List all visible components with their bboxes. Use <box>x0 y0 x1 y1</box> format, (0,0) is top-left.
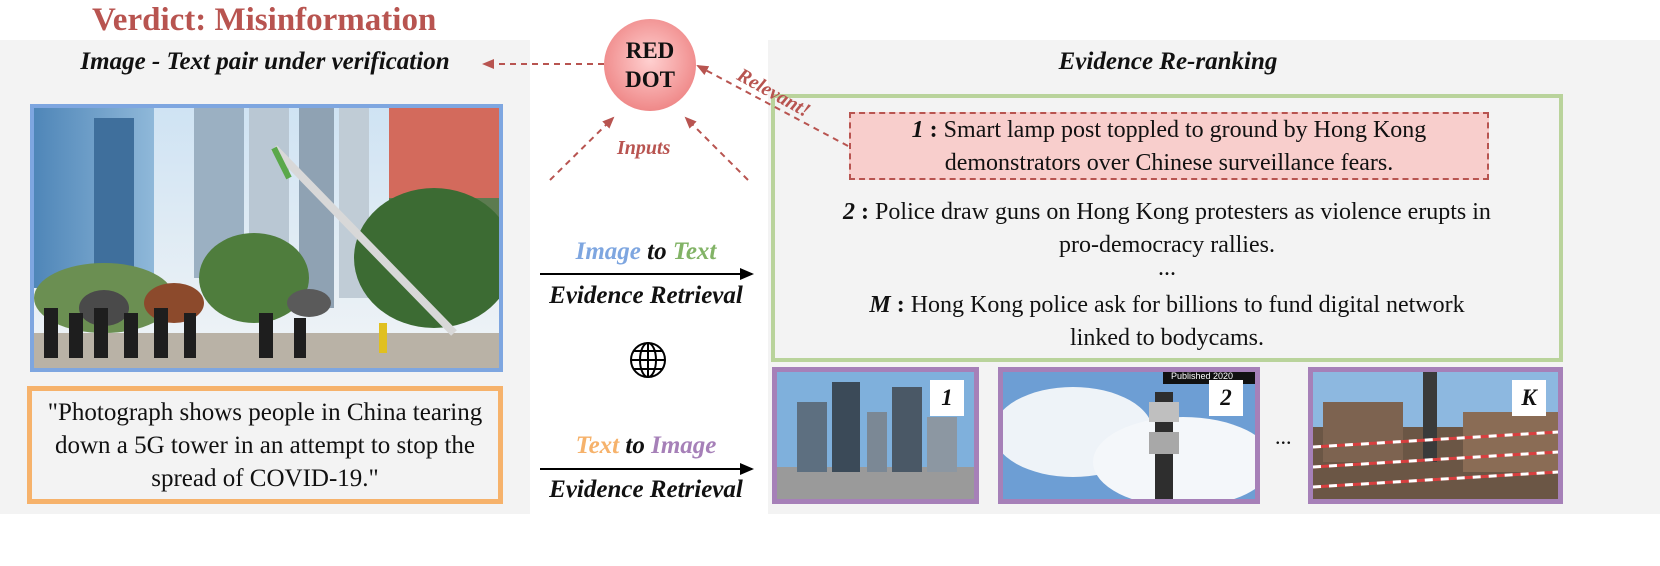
image-evidence-1: 1 <box>772 367 979 504</box>
image-evidence-ellipsis: ... <box>1275 424 1292 449</box>
thumbnail-watermark: Published 2020 <box>1171 371 1234 381</box>
evidence-sep: : <box>929 117 938 143</box>
evidence-text-line2: demonstrators over Chinese surveillance … <box>944 150 1394 176</box>
claim-caption: "Photograph shows people in China tearin… <box>27 386 503 504</box>
factory-chimney-photo <box>1313 372 1558 499</box>
t2i-word-to: to <box>625 432 645 459</box>
image-to-text-retrieval-label: Evidence Retrieval <box>549 282 743 309</box>
evidence-text-line2: linked to bodycams. <box>1070 325 1264 351</box>
red-dot-label-line1: RED <box>625 38 675 63</box>
red-dot-label-line2: DOT <box>625 67 675 92</box>
t2i-word-text: Text <box>575 432 620 459</box>
image-rank-badge: 1 <box>930 380 964 416</box>
evidence-text-line1: Police draw guns on Hong Kong protesters… <box>875 199 1491 225</box>
i2t-word-text: Text <box>672 238 717 265</box>
i2t-word-to: to <box>647 238 667 265</box>
evidence-index: M <box>869 292 891 318</box>
image-evidence-k: K <box>1308 367 1563 504</box>
relevant-evidence-highlight <box>849 112 1489 180</box>
i2t-word-image: Image <box>575 238 641 265</box>
globe-icon <box>630 342 666 378</box>
text-to-image-label: Text to Image <box>540 432 752 460</box>
image-rank-badge: K <box>1512 380 1546 416</box>
input-arrow-left <box>549 116 615 181</box>
street-photo <box>34 108 499 368</box>
text-to-image-retrieval-label: Evidence Retrieval <box>549 476 743 503</box>
red-dot-model-node: RED DOT <box>604 19 696 111</box>
evidence-item-2: 2 : Police draw guns on Hong Kong protes… <box>771 196 1563 262</box>
evidence-item-1: 1 : Smart lamp post toppled to ground by… <box>849 114 1489 180</box>
right-panel-title: Evidence Re-ranking <box>1058 48 1278 75</box>
evidence-text-line2: pro-democracy rallies. <box>1059 232 1275 258</box>
t2i-word-image: Image <box>651 432 717 459</box>
evidence-item-m: M : Hong Kong police ask for billions to… <box>771 289 1563 355</box>
evidence-index: 2 <box>843 199 856 225</box>
evidence-text-line1: Smart lamp post toppled to ground by Hon… <box>943 117 1427 143</box>
inputs-label: Inputs <box>617 137 671 159</box>
evidence-ellipsis: ... <box>1158 255 1176 281</box>
image-to-text-label: Image to Text <box>540 238 752 266</box>
verdict-title: Verdict: Misinformation <box>92 2 437 38</box>
evidence-index: 1 <box>911 117 924 143</box>
image-evidence-2: Published 2020 2 <box>998 367 1260 504</box>
image-rank-badge: 2 <box>1209 380 1243 416</box>
left-panel-title: Image - Text pair under verification <box>80 48 450 75</box>
evidence-sep: : <box>861 199 870 225</box>
input-arrow-right <box>684 116 749 181</box>
evidence-text-line1: Hong Kong police ask for billions to fun… <box>910 292 1465 318</box>
evidence-sep: : <box>896 292 905 318</box>
verification-image <box>30 104 503 372</box>
